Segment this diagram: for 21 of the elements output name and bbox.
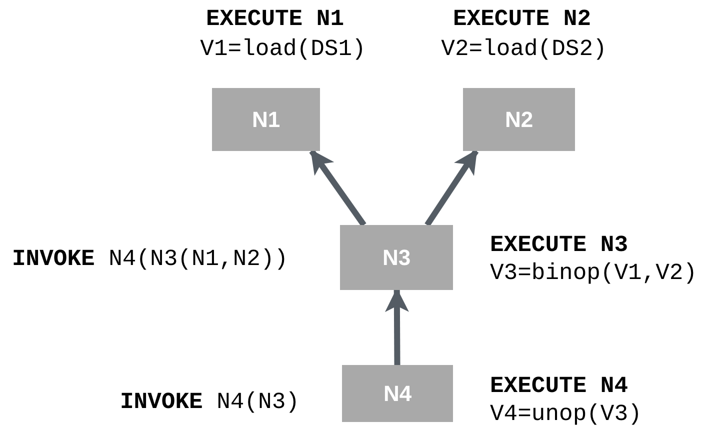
- code-text: V4=unop(V3): [490, 403, 642, 426]
- process-box: [212, 88, 320, 151]
- process-box: [463, 88, 575, 151]
- arrow: [424, 149, 479, 227]
- node-label: N1: [252, 106, 280, 132]
- execute-heading: EXECUTE N1: [206, 8, 344, 31]
- arrow: [309, 149, 366, 227]
- code-text: INVOKE N4(N3): [120, 391, 300, 414]
- node-label: N3: [382, 244, 411, 270]
- process-box: [342, 365, 453, 422]
- execute-heading: EXECUTE N3: [490, 234, 628, 257]
- arrow: [384, 288, 409, 366]
- code-text: INVOKE N4(N3(N1,N2)): [12, 248, 288, 271]
- code-text: V1=load(DS1): [200, 38, 366, 61]
- code-text: V3=binop(V1,V2): [490, 262, 698, 285]
- process-box: [340, 225, 453, 290]
- execute-heading: EXECUTE N2: [452, 8, 592, 31]
- node-label: N2: [504, 106, 534, 132]
- code-text: V2=load(DS2): [441, 38, 607, 61]
- execute-heading: EXECUTE N4: [490, 375, 628, 398]
- node-label: N4: [383, 380, 412, 406]
